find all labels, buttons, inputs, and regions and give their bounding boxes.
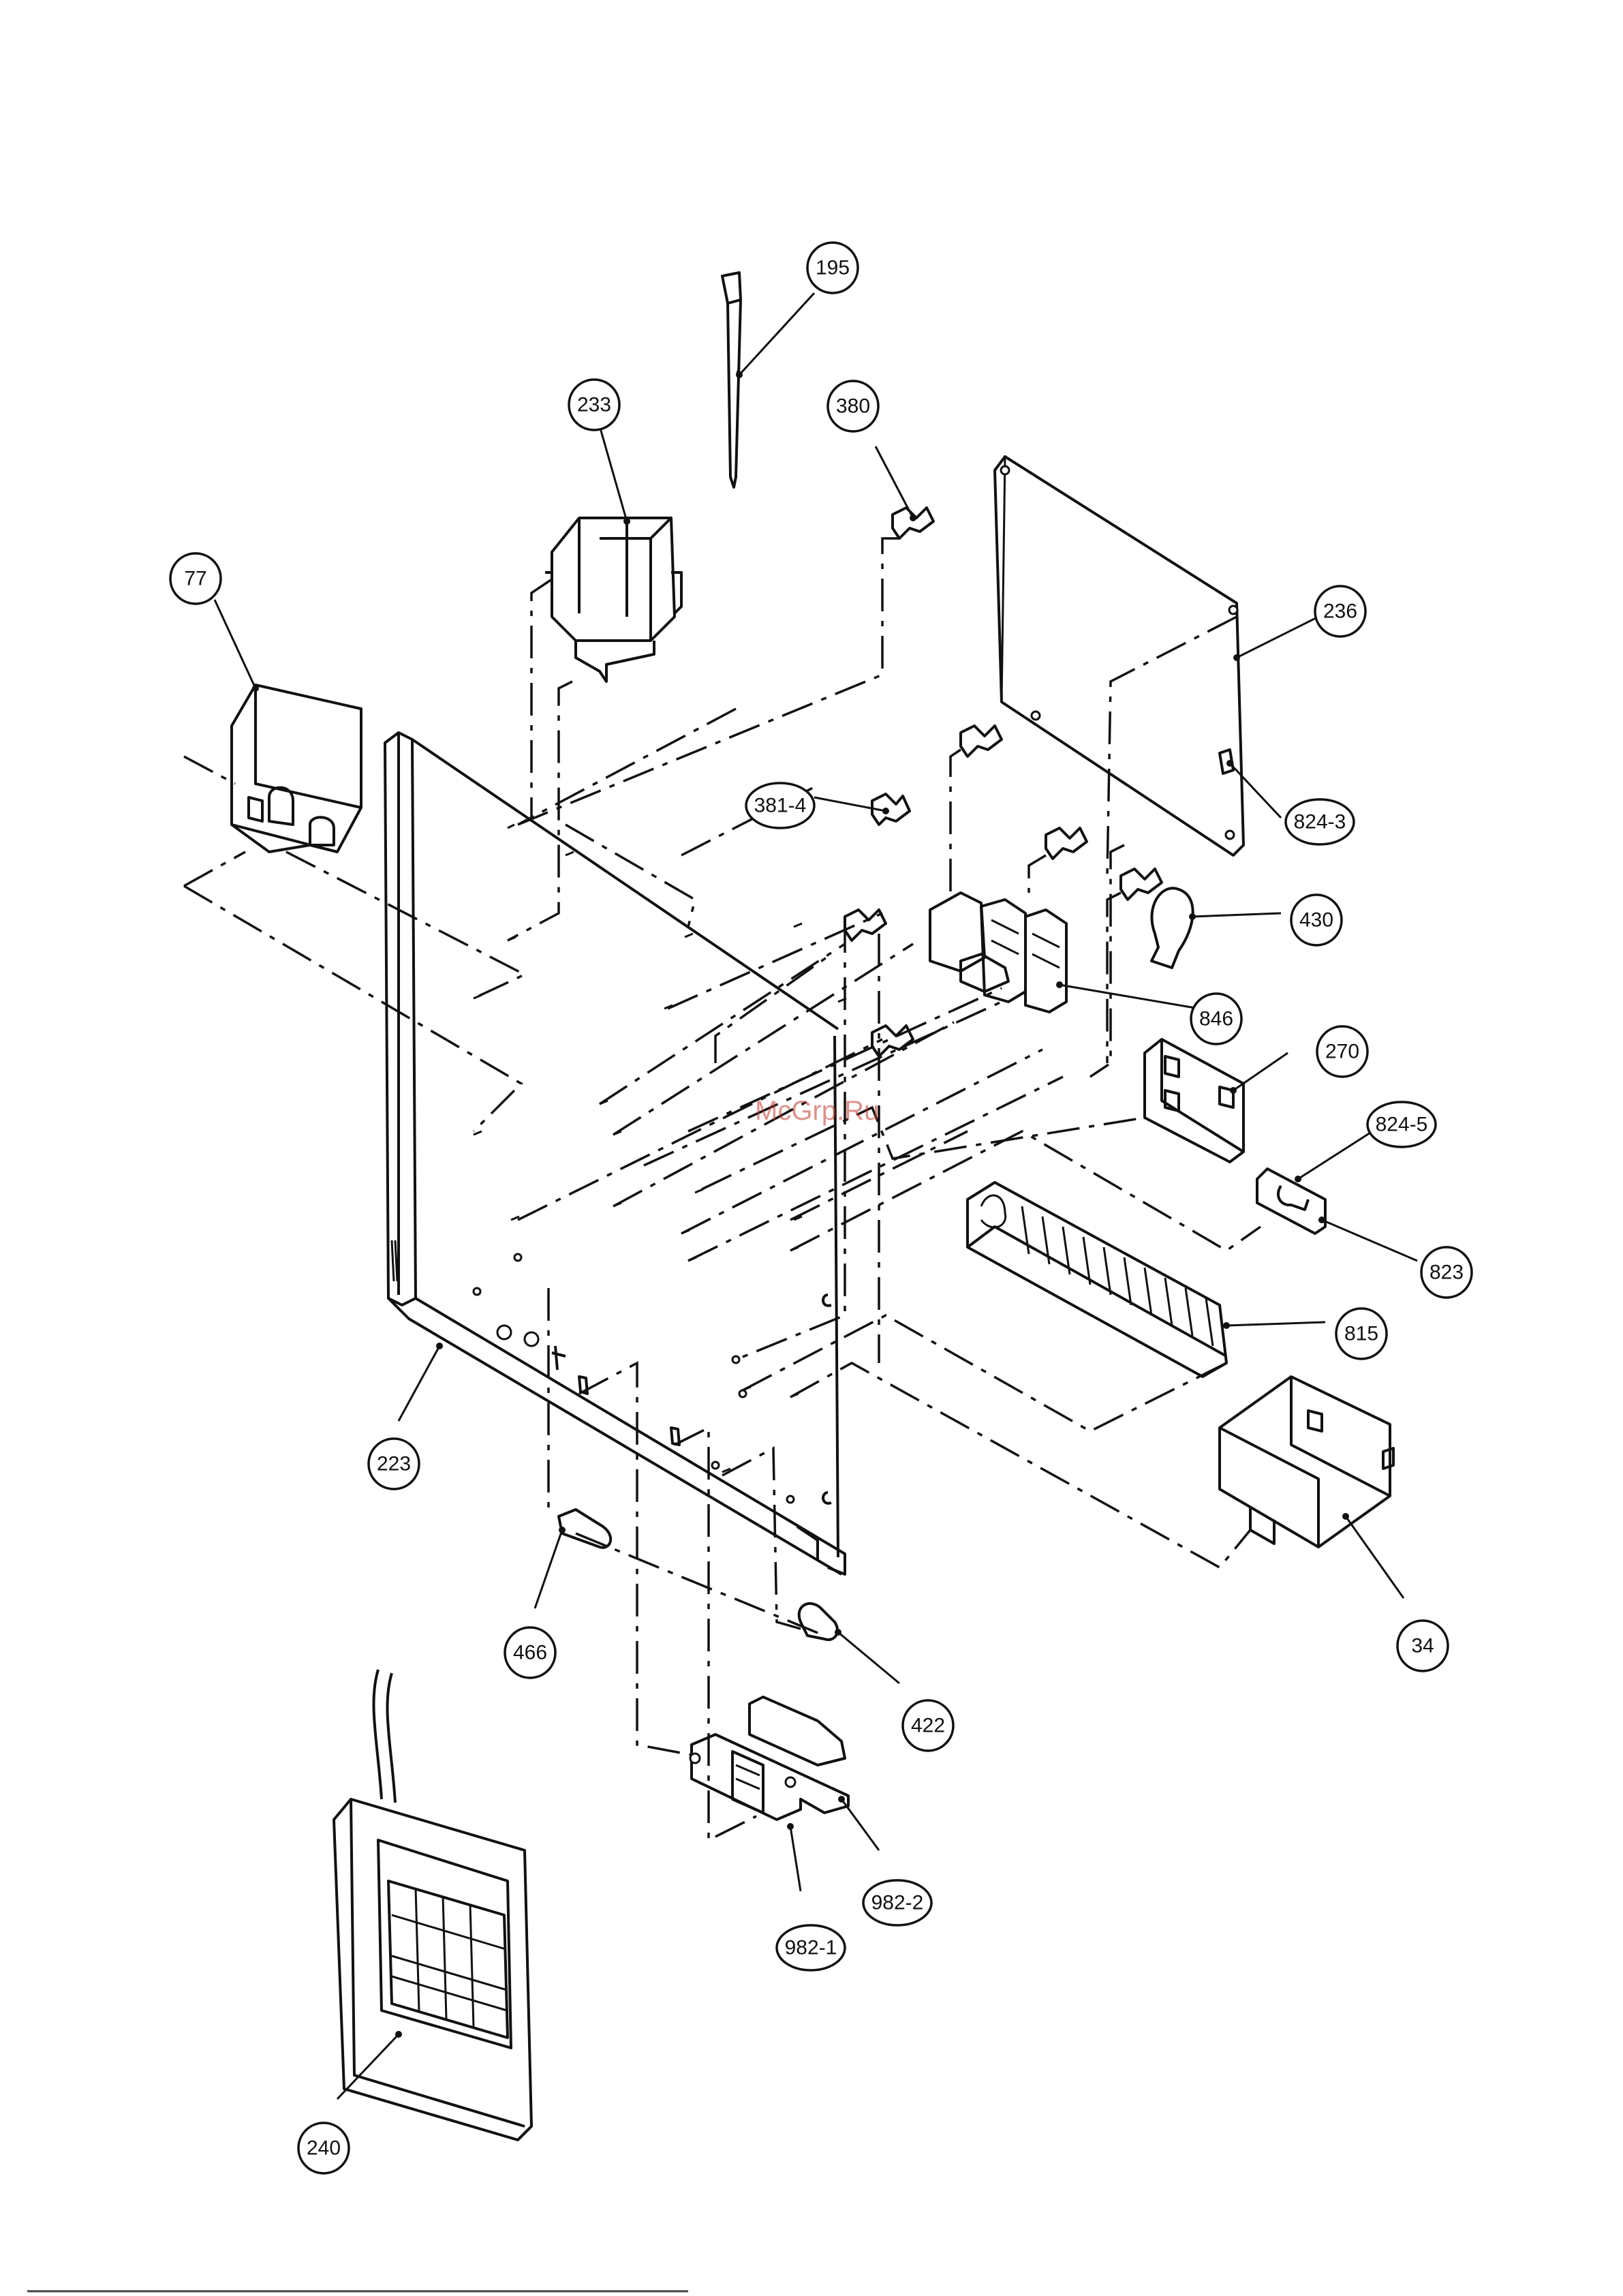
callout-label: 270: [1325, 1041, 1359, 1063]
callout-846: 846: [1191, 994, 1241, 1044]
callout-label: 34: [1411, 1635, 1434, 1657]
callout-label: 823: [1429, 1261, 1464, 1284]
callout-381-4: 381-4: [746, 783, 814, 828]
part-relay-box: [232, 685, 361, 852]
part-mounting-panel: [995, 457, 1243, 1077]
leader-lines: [215, 293, 1417, 2099]
part-terminal-block-846: [930, 893, 1066, 1012]
callout-270: 270: [1317, 1026, 1367, 1077]
callout-430: 430: [1291, 895, 1342, 945]
callout-label: 824-3: [1294, 811, 1346, 833]
callout-label: 236: [1323, 600, 1357, 623]
callout-label: 982-2: [871, 1892, 924, 1914]
callout-label: 223: [377, 1453, 411, 1475]
part-transformer: [545, 518, 681, 682]
callout-823: 823: [1421, 1247, 1472, 1298]
part-clamp-430: [1151, 888, 1193, 968]
callout-label: 233: [577, 394, 611, 416]
callout-982-2: 982-2: [863, 1880, 931, 1925]
callout-label: 240: [307, 2137, 341, 2160]
callout-236: 236: [1315, 586, 1365, 637]
callout-label: 422: [911, 1715, 945, 1737]
part-module-270: [1145, 1039, 1243, 1162]
part-terminal-strip-815: [968, 1182, 1226, 1377]
callout-422: 422: [903, 1700, 953, 1751]
callout-label: 77: [184, 568, 206, 590]
callout-label: 824-5: [1376, 1114, 1428, 1136]
callout-223: 223: [369, 1439, 419, 1489]
callout-240: 240: [298, 2123, 349, 2173]
part-fuse-holder: [1257, 1169, 1325, 1234]
watermark-text: McGrp.Ru: [755, 1096, 879, 1126]
part-remote-controller: [334, 1670, 531, 2140]
callout-815: 815: [1336, 1308, 1387, 1359]
callout-label: 815: [1344, 1323, 1378, 1345]
callout-label: 430: [1299, 909, 1333, 932]
part-clamp-466: [559, 1510, 610, 1548]
part-relay-box-34: [1220, 1377, 1393, 1547]
callout-233: 233: [569, 380, 619, 430]
callout-label: 846: [1199, 1008, 1233, 1030]
callout-34: 34: [1397, 1621, 1448, 1671]
callout-label: 982-1: [785, 1937, 837, 1959]
callout-label: 195: [816, 257, 850, 279]
callout-label: 381-4: [754, 795, 807, 817]
part-bracket-assembly: [690, 1697, 848, 1820]
callout-824-3: 824-3: [1286, 799, 1354, 844]
callout-466: 466: [505, 1627, 555, 1678]
callout-824-5: 824-5: [1367, 1102, 1436, 1147]
callout-195: 195: [807, 243, 858, 293]
part-cable-tie: [722, 273, 741, 487]
assembly-lines: [184, 368, 1261, 1840]
callout-77: 77: [170, 553, 221, 604]
part-wire-clips: [845, 508, 1233, 1056]
callout-label: 466: [513, 1642, 547, 1664]
callout-380: 380: [828, 381, 878, 431]
callout-label: 380: [836, 395, 870, 418]
callout-982-1: 982-1: [777, 1925, 845, 1970]
part-clamp-422: [799, 1604, 837, 1640]
